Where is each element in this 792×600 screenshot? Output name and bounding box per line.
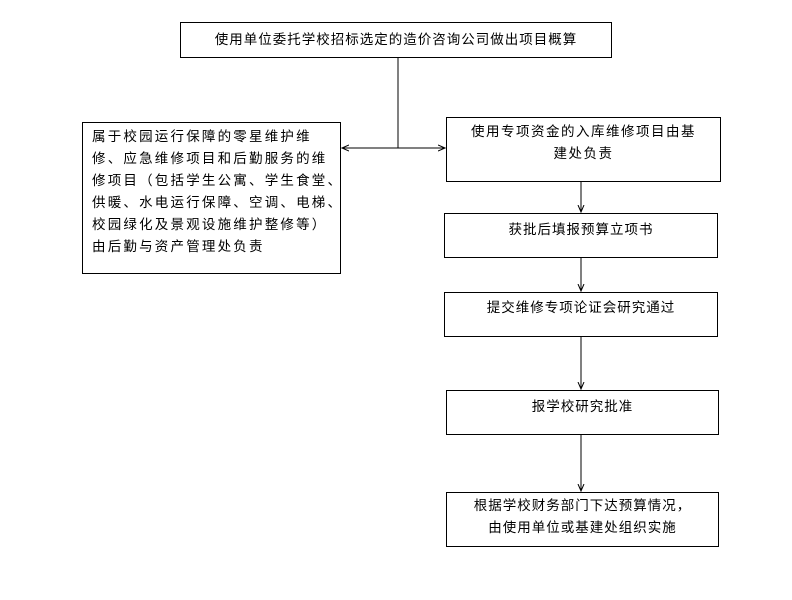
left-box-line: 修项目（包括学生公寓、学生食堂、 (92, 173, 344, 189)
step-box-implementation: 根据学校财务部门下达预算情况， 由使用单位或基建处组织实施 (446, 492, 719, 547)
top-box-estimate: 使用单位委托学校招标选定的造价咨询公司做出项目概算 (180, 22, 612, 58)
step-text: 报学校研究批准 (531, 399, 634, 415)
left-box-line: 供暖、水电运行保障、空调、电梯、 (92, 195, 344, 211)
left-box-line: 属于校园运行保障的零星维护维 (92, 129, 312, 145)
top-box-text: 使用单位委托学校招标选定的造价咨询公司做出项目概算 (214, 32, 578, 48)
step-text: 获批后填报预算立项书 (508, 222, 654, 238)
step-box-review-meeting: 提交维修专项论证会研究通过 (444, 292, 718, 337)
left-box-logistics: 属于校园运行保障的零星维护维 修、应急维修项目和后勤服务的维 修项目（包括学生公… (82, 122, 341, 274)
step-text: 根据学校财务部门下达预算情况， (473, 498, 692, 514)
step-box-infrastructure: 使用专项资金的入库维修项目由基 建处负责 (446, 117, 721, 182)
step-text: 使用专项资金的入库维修项目由基 (471, 124, 696, 140)
left-box-line: 校园绿化及景观设施维护整修等） (92, 217, 328, 233)
step-box-budget-application: 获批后填报预算立项书 (444, 213, 718, 258)
left-box-line: 由后勤与资产管理处负责 (92, 239, 265, 255)
step-text: 由使用单位或基建处组织实施 (488, 520, 677, 536)
step-box-school-approval: 报学校研究批准 (446, 390, 719, 435)
step-text: 建处负责 (553, 146, 614, 162)
left-box-line: 修、应急维修项目和后勤服务的维 (92, 151, 328, 167)
step-text: 提交维修专项论证会研究通过 (486, 300, 676, 316)
